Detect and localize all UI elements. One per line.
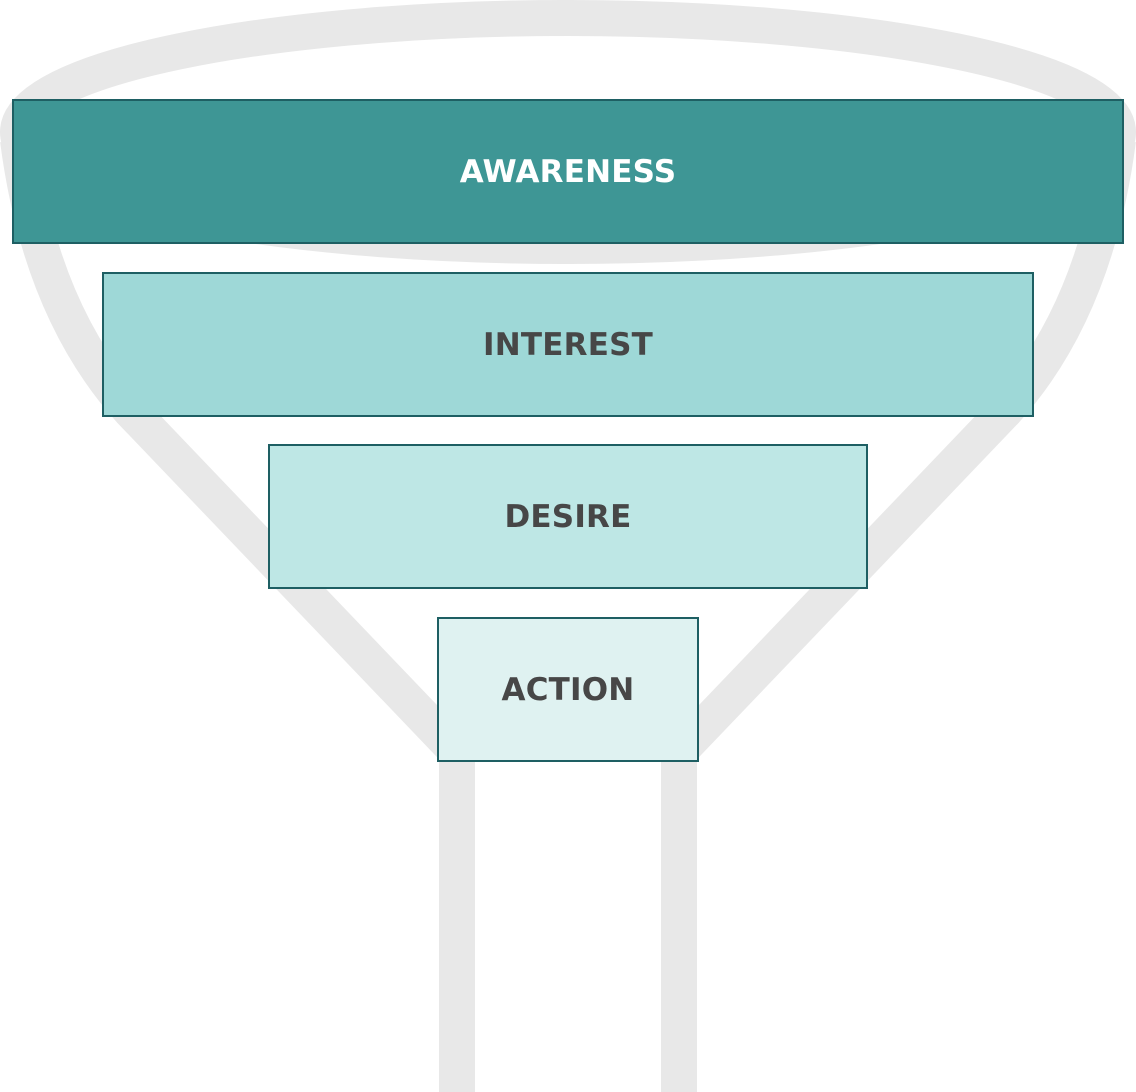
stage-desire-label: DESIRE bbox=[504, 498, 632, 535]
stage-action: ACTION bbox=[437, 617, 699, 762]
stage-interest: INTEREST bbox=[102, 272, 1034, 417]
stage-interest-label: INTEREST bbox=[483, 326, 653, 363]
stage-awareness-label: AWARENESS bbox=[459, 153, 677, 190]
stage-action-label: ACTION bbox=[501, 671, 635, 708]
stage-awareness: AWARENESS bbox=[12, 99, 1124, 244]
stage-desire: DESIRE bbox=[268, 444, 868, 589]
